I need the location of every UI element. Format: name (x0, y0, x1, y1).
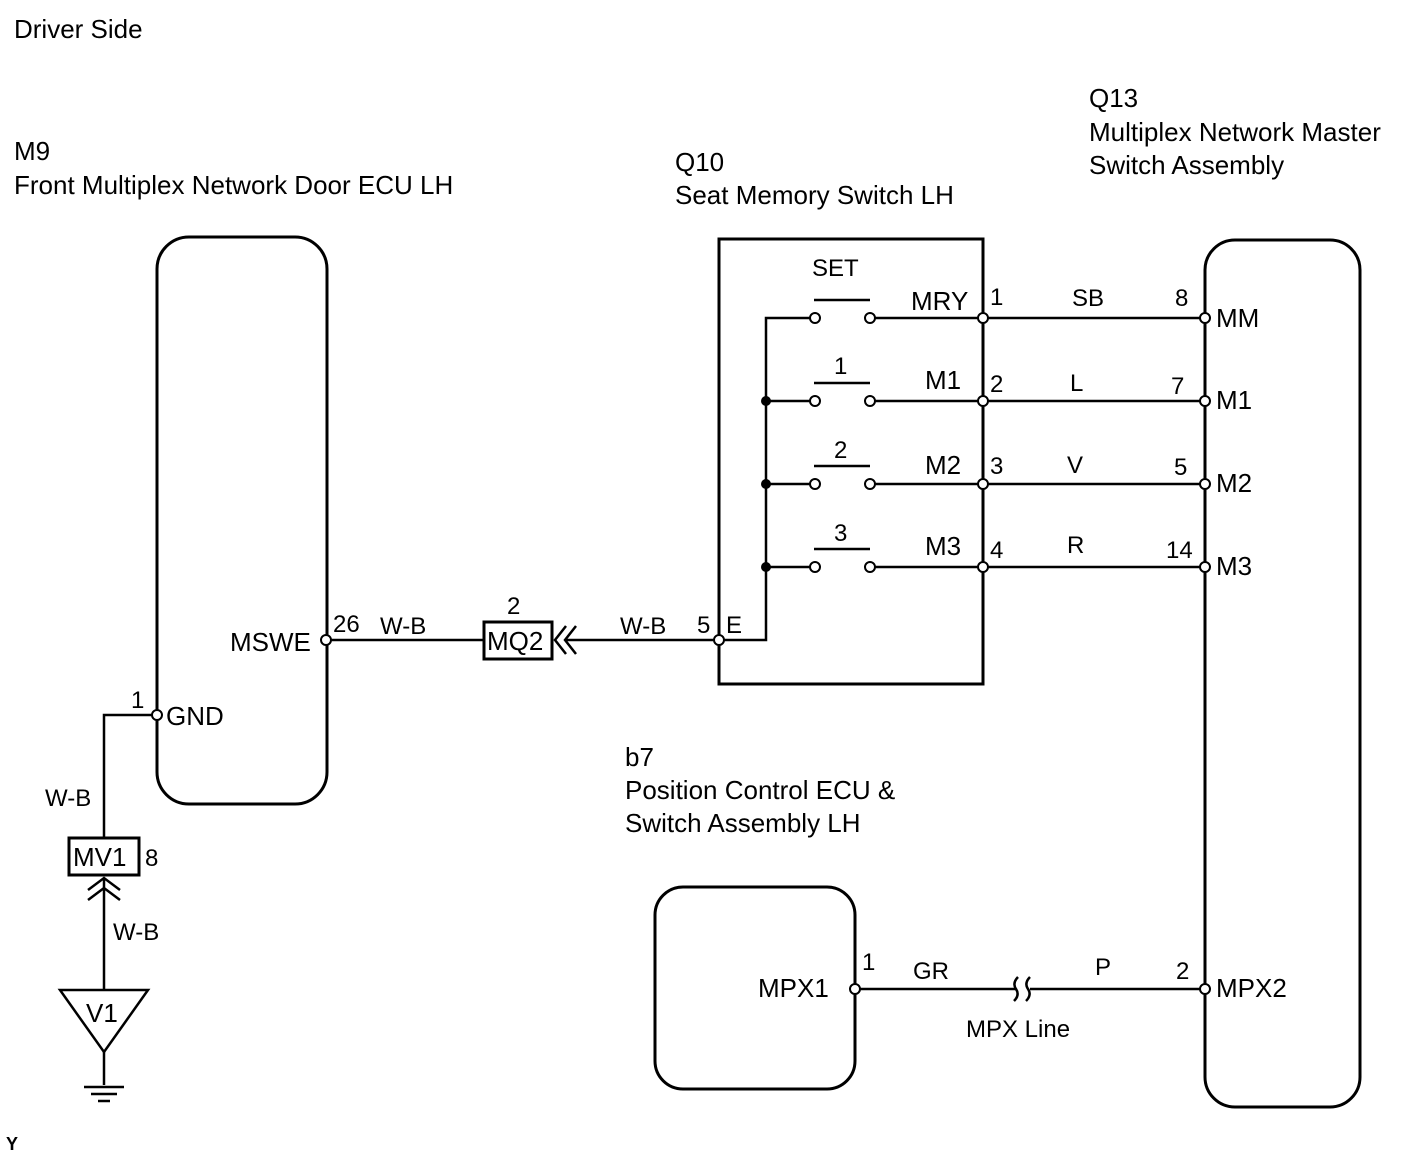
q10-id: Q10 (675, 147, 724, 177)
switch-1-label: 1 (834, 353, 847, 380)
q10-e-terminal (713, 634, 725, 646)
q13-m1-terminal (1199, 395, 1211, 407)
m9-pin-gnd-number: 1 (131, 687, 144, 714)
q10-switch-set: SET (809, 255, 876, 324)
q13-name-line-1: Multiplex Network Master (1089, 117, 1381, 147)
switch-set-label: SET (812, 255, 859, 282)
q13-m3-terminal (1199, 561, 1211, 573)
m9-pin-mswe-number: 26 (333, 611, 360, 638)
wire-m1-m1-color: L (1070, 370, 1083, 397)
switch-set-contact-a (809, 312, 821, 324)
v1-ground-point (57, 988, 151, 1055)
mq2-connector-id: MQ2 (487, 626, 543, 656)
mv1-connector-id: MV1 (73, 842, 126, 872)
q10-switch-3: 3 (766, 520, 876, 573)
gnd-wire-upper-color: W-B (45, 785, 91, 812)
q13-pin-m1-label: M1 (1216, 385, 1252, 415)
q10-m2-terminal (977, 478, 989, 490)
q10-switch-1: 1 (766, 353, 876, 407)
mv1-connector (67, 836, 141, 877)
figure-code: Y (6, 1134, 18, 1154)
m9-name: Front Multiplex Network Door ECU LH (14, 170, 453, 200)
q13-pin-mpx2-label: MPX2 (1216, 973, 1287, 1003)
switch-set-contact-b (864, 312, 876, 324)
q13-pin-m2-number: 5 (1174, 454, 1187, 481)
q13-pin-m2-label: M2 (1216, 468, 1252, 498)
q10-m1-terminal (977, 395, 989, 407)
q10-pin-m1-label: M1 (925, 365, 961, 395)
q13-pin-m3-label: M3 (1216, 551, 1252, 581)
q10-switch-2: 2 (766, 437, 876, 490)
switch-3-label: 3 (834, 520, 847, 547)
m9-id: M9 (14, 136, 50, 166)
switch-3-contact-a (809, 561, 821, 573)
switch-1-contact-b (864, 395, 876, 407)
m9-pin-gnd-label: GND (166, 701, 224, 731)
mq2-connector (482, 620, 554, 661)
q10-pin-m3-number: 4 (990, 537, 1003, 564)
switch-3-contact-b (864, 561, 876, 573)
switch-2-contact-a (809, 478, 821, 490)
b7-name-line-2: Switch Assembly LH (625, 808, 861, 838)
q10-name: Seat Memory Switch LH (675, 180, 954, 210)
q10-common-bus (724, 316, 810, 642)
mq2-chevron-1 (553, 625, 567, 655)
q10-pin-mry-label: MRY (911, 286, 968, 316)
mpx-wire-left-color: GR (913, 958, 949, 985)
q10-pin-e-number: 5 (697, 612, 710, 639)
wire-m3-m3-color: R (1067, 532, 1084, 559)
q13-mm-terminal (1199, 312, 1211, 324)
q13-pin-m1-number: 7 (1171, 373, 1184, 400)
mq2-chevron-2 (563, 625, 577, 655)
mpx-break-mark-2 (1025, 976, 1031, 1002)
b7-name-line-1: Position Control ECU & (625, 775, 895, 805)
q10-pin-e-label: E (726, 612, 742, 639)
gnd-wire-lower-color: W-B (113, 919, 159, 946)
m9-gnd-terminal (151, 709, 163, 721)
q10-m3-terminal (977, 561, 989, 573)
diagram-title: Driver Side (14, 14, 143, 44)
q10-pin-m1-number: 2 (990, 371, 1003, 398)
q13-pin-mm-number: 8 (1175, 285, 1188, 312)
q10-pin-m2-label: M2 (925, 450, 961, 480)
q10-pin-m2-number: 3 (990, 453, 1003, 480)
q13-pin-m3-number: 14 (1166, 537, 1193, 564)
b7-pin-mpx1-number: 1 (862, 949, 875, 976)
b7-pin-mpx1-label: MPX1 (758, 973, 829, 1003)
b7-id: b7 (625, 742, 654, 772)
m9-ecu-body (155, 235, 329, 806)
v1-ground-id: V1 (86, 998, 118, 1028)
mswe-wire-right-color: W-B (620, 613, 666, 640)
q13-id: Q13 (1089, 83, 1138, 113)
switch-1-contact-a (809, 395, 821, 407)
gnd-wire-upper (102, 713, 152, 838)
m9-pin-mswe-label: MSWE (230, 627, 311, 657)
q13-pin-mm-label: MM (1216, 303, 1259, 333)
mpx-line-label: MPX Line (966, 1016, 1070, 1043)
m9-mswe-terminal (320, 634, 332, 646)
q13-pin-mpx2-number: 2 (1176, 958, 1189, 985)
wire-mry-mm-color: SB (1072, 285, 1104, 312)
mq2-connector-pin: 2 (507, 593, 520, 620)
q13-name-line-2: Switch Assembly (1089, 150, 1284, 180)
q13-switch-body (1203, 238, 1362, 1109)
mv1-connector-pin: 8 (145, 845, 158, 872)
b7-mpx1-terminal (849, 983, 861, 995)
q10-mry-terminal (977, 312, 989, 324)
mpx-wire-right-color: P (1095, 954, 1111, 981)
q13-m2-terminal (1199, 478, 1211, 490)
q10-pin-m3-label: M3 (925, 531, 961, 561)
mswe-wire-left-color: W-B (380, 613, 426, 640)
switch-2-contact-b (864, 478, 876, 490)
q13-mpx2-terminal (1199, 983, 1211, 995)
q10-switch-body (717, 237, 985, 686)
wire-m2-m2-color: V (1067, 452, 1083, 479)
switch-2-label: 2 (834, 437, 847, 464)
q10-pin-mry-number: 1 (990, 284, 1003, 311)
mpx-break-mark-1 (1013, 976, 1019, 1002)
